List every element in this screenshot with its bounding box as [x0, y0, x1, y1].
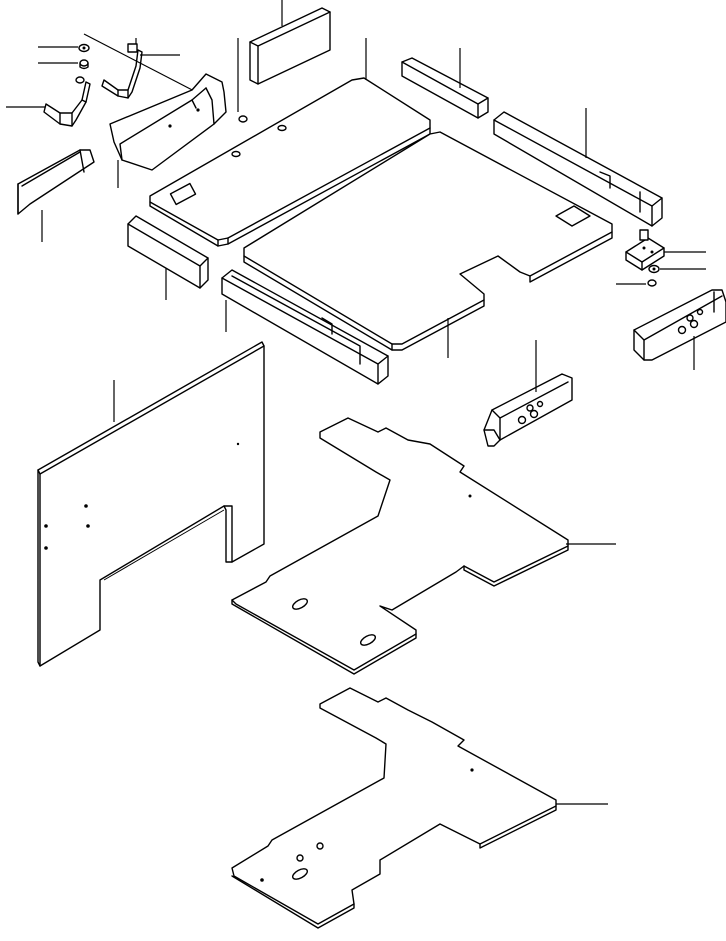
side-block-left — [127, 215, 209, 289]
leader-line — [83, 33, 201, 95]
bracket-left — [43, 81, 91, 127]
side-panel — [37, 341, 265, 667]
cover-plate — [109, 73, 227, 171]
bolt — [75, 76, 85, 84]
front-block — [249, 7, 331, 85]
end-block-right — [633, 289, 726, 361]
end-block-left — [17, 149, 95, 215]
side-block-right — [221, 269, 389, 385]
floor-plate-right — [243, 131, 613, 351]
floor-mat-lower — [231, 687, 557, 929]
nut — [78, 43, 90, 53]
washer — [79, 59, 89, 70]
small-bracket — [625, 229, 665, 271]
washer — [647, 279, 657, 287]
floor-plate-left — [149, 77, 431, 247]
corner-block — [483, 373, 573, 447]
nut — [648, 264, 660, 274]
floor-mat-upper — [231, 417, 569, 675]
bolt — [238, 115, 248, 123]
rear-block-left — [401, 57, 489, 119]
bracket-right — [101, 43, 143, 99]
rear-block-right — [493, 111, 663, 227]
